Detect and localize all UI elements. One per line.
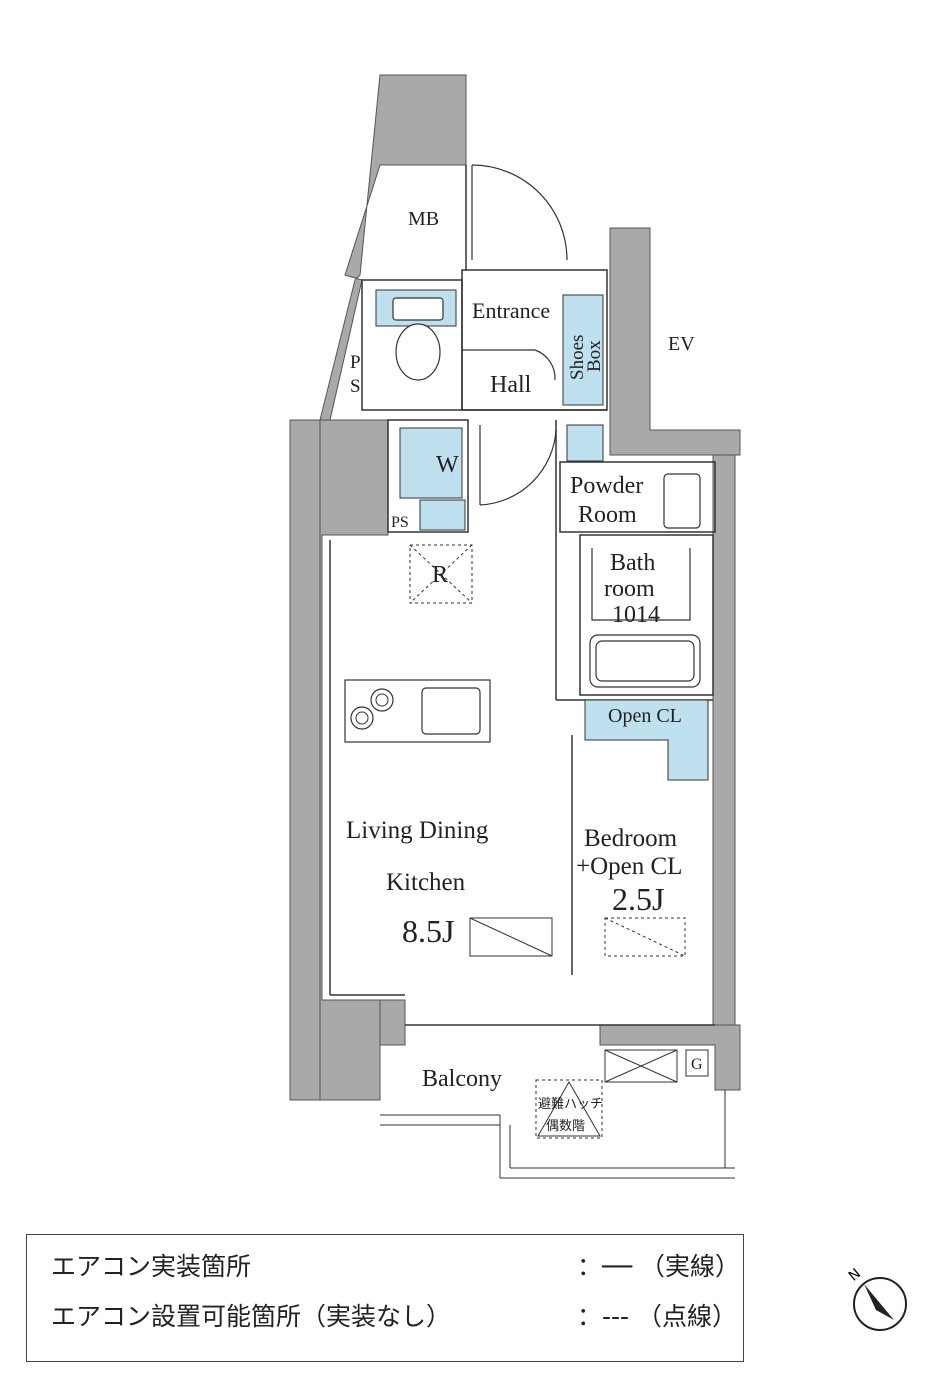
legend-box: エアコン実装箇所 ：── （実線） エアコン設置可能箇所（実装なし） ：--- …	[26, 1234, 744, 1362]
interior-lines	[329, 165, 716, 1026]
balcony-outline	[380, 1090, 735, 1179]
washer-label: W	[436, 452, 459, 478]
ldk-label: Living Dining	[346, 817, 489, 844]
hatch-label: 避難ハッチ	[538, 1097, 603, 1112]
fixtures	[375, 289, 709, 781]
open-cl-label: Open CL	[608, 705, 682, 727]
hall-label: Hall	[490, 372, 532, 398]
bathroom-label: Bath	[610, 550, 655, 576]
entrance-label: Entrance	[472, 298, 550, 323]
bedroom-label: Bedroom	[584, 825, 678, 852]
ps-small-label: PS	[391, 514, 409, 531]
bedroom-size-label: 2.5J	[612, 881, 664, 917]
legend-possible-label: エアコン設置可能箇所（実装なし）	[51, 1302, 452, 1331]
walls	[289, 74, 741, 1101]
ldk-label-2: Kitchen	[386, 869, 466, 896]
appliance-boxes	[409, 544, 709, 1083]
ps-s-label: S	[350, 376, 361, 397]
ps-p-label: P	[350, 352, 361, 373]
refrigerator-label: R	[432, 562, 448, 588]
ev-label: EV	[668, 333, 695, 355]
ldk-size-label: 8.5J	[402, 913, 454, 949]
balcony-label: Balcony	[422, 1066, 502, 1092]
floor-plan: MB Entrance Hall Shoes Box EV P S W PS R…	[289, 74, 741, 1179]
hatch-icon	[535, 1079, 603, 1139]
shoes-box-label: Shoes	[567, 335, 588, 380]
doors	[462, 164, 568, 506]
shoes-box-label-2: Box	[584, 340, 605, 372]
stove-icon	[355, 693, 389, 725]
powder-room-label-2: Room	[578, 502, 637, 528]
bedroom-label-2: +Open CL	[576, 853, 682, 880]
kitchen-counter	[344, 679, 491, 743]
legend-installed-symbol: ：── （実線）	[577, 1252, 741, 1281]
gas-label: G	[691, 1056, 703, 1073]
legend-possible-symbol: ：--- （点線）	[577, 1302, 738, 1331]
mb-label: MB	[408, 208, 439, 230]
compass-north-label: N	[846, 1266, 864, 1285]
compass-icon: N	[846, 1266, 907, 1331]
bathroom-label-3: 1014	[612, 602, 660, 628]
hatch-label-2: 偶数階	[546, 1119, 585, 1134]
toilet-icon	[392, 297, 444, 381]
bathroom-label-2: room	[604, 576, 655, 602]
bath-fixtures	[589, 473, 701, 688]
legend-installed-label: エアコン実装箇所	[51, 1252, 252, 1281]
powder-room-label: Powder	[570, 473, 643, 499]
